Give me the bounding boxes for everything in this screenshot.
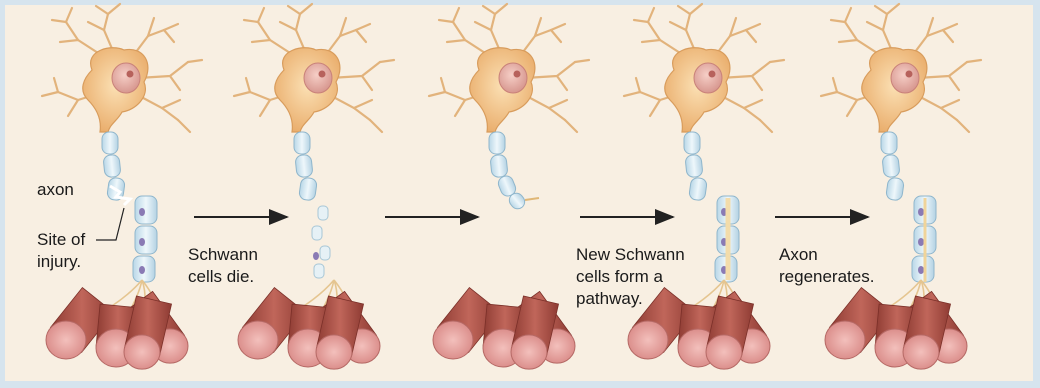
- axon: [294, 132, 330, 278]
- cell-body: [83, 48, 148, 132]
- myelin-segment: [490, 154, 508, 178]
- caption-new-schwann-cells: New Schwann cells form a pathway.: [576, 244, 685, 310]
- caption-line: Schwann: [188, 244, 258, 266]
- schwann-nucleus: [918, 208, 924, 216]
- nucleus: [304, 63, 332, 93]
- nucleolus: [906, 71, 913, 78]
- degenerating-fragment: [318, 206, 328, 220]
- neuron-stage-4: [624, 4, 784, 369]
- caption-schwann-cells-die: Schwann cells die.: [188, 244, 258, 288]
- caption-axon-regenerates: Axon regenerates.: [779, 244, 874, 288]
- myelin-segment: [489, 132, 505, 154]
- caption-line: cells die.: [188, 266, 258, 288]
- axon: [684, 132, 739, 282]
- caption-line: regenerates.: [779, 266, 874, 288]
- schwann-cell: [135, 196, 157, 224]
- axon: [102, 132, 157, 282]
- myelin-segment: [882, 154, 900, 178]
- site-of-injury-label: Site of injury.: [37, 229, 85, 273]
- degenerating-fragment: [314, 264, 324, 278]
- schwann-nucleus: [918, 238, 924, 246]
- nucleus: [499, 63, 527, 93]
- myelin-segment: [295, 154, 313, 178]
- degenerating-fragment: [320, 246, 330, 260]
- myelin-segment: [684, 132, 700, 154]
- cell-body: [665, 48, 730, 132]
- axon: [489, 132, 539, 212]
- schwann-cell: [135, 226, 157, 254]
- schwann-nucleus: [313, 252, 319, 260]
- neuron-stage-2: [234, 4, 394, 369]
- nucleolus: [127, 71, 134, 78]
- myelin-segment: [689, 177, 708, 201]
- myelin-segment: [102, 132, 118, 154]
- axon: [881, 132, 936, 282]
- schwann-nucleus: [139, 238, 145, 246]
- myelin-segment: [886, 177, 905, 201]
- cell-body: [862, 48, 927, 132]
- muscle-bundle: [46, 288, 188, 370]
- myelin-segment: [299, 177, 318, 201]
- site-of-injury-line-1: Site of: [37, 229, 85, 251]
- schwann-nucleus: [918, 266, 924, 274]
- schwann-nucleus: [139, 208, 145, 216]
- schwann-nucleus: [139, 266, 145, 274]
- caption-line: New Schwann: [576, 244, 685, 266]
- degenerating-fragment: [312, 226, 322, 240]
- cell-body: [275, 48, 340, 132]
- nucleus: [694, 63, 722, 93]
- nucleolus: [709, 71, 716, 78]
- caption-line: cells form a: [576, 266, 685, 288]
- axon-stump-end: [525, 198, 539, 200]
- nucleus: [891, 63, 919, 93]
- myelin-segment: [685, 154, 703, 178]
- muscle-bundle: [238, 288, 380, 370]
- muscle-bundle: [825, 288, 967, 370]
- neuron-stage-5: [821, 4, 981, 369]
- cell-body: [470, 48, 535, 132]
- nucleus: [112, 63, 140, 93]
- myelin-segment: [294, 132, 310, 154]
- myelin-segment: [881, 132, 897, 154]
- muscle-bundle: [433, 288, 575, 370]
- axon-label: axon: [37, 179, 74, 201]
- neuron-stage-3: [429, 4, 589, 369]
- nucleolus: [514, 71, 521, 78]
- myelin-segment: [103, 154, 121, 178]
- nucleolus: [319, 71, 326, 78]
- injury-leader-line: [96, 208, 124, 240]
- site-of-injury-line-2: injury.: [37, 251, 85, 273]
- caption-line: pathway.: [576, 288, 685, 310]
- caption-line: Axon: [779, 244, 874, 266]
